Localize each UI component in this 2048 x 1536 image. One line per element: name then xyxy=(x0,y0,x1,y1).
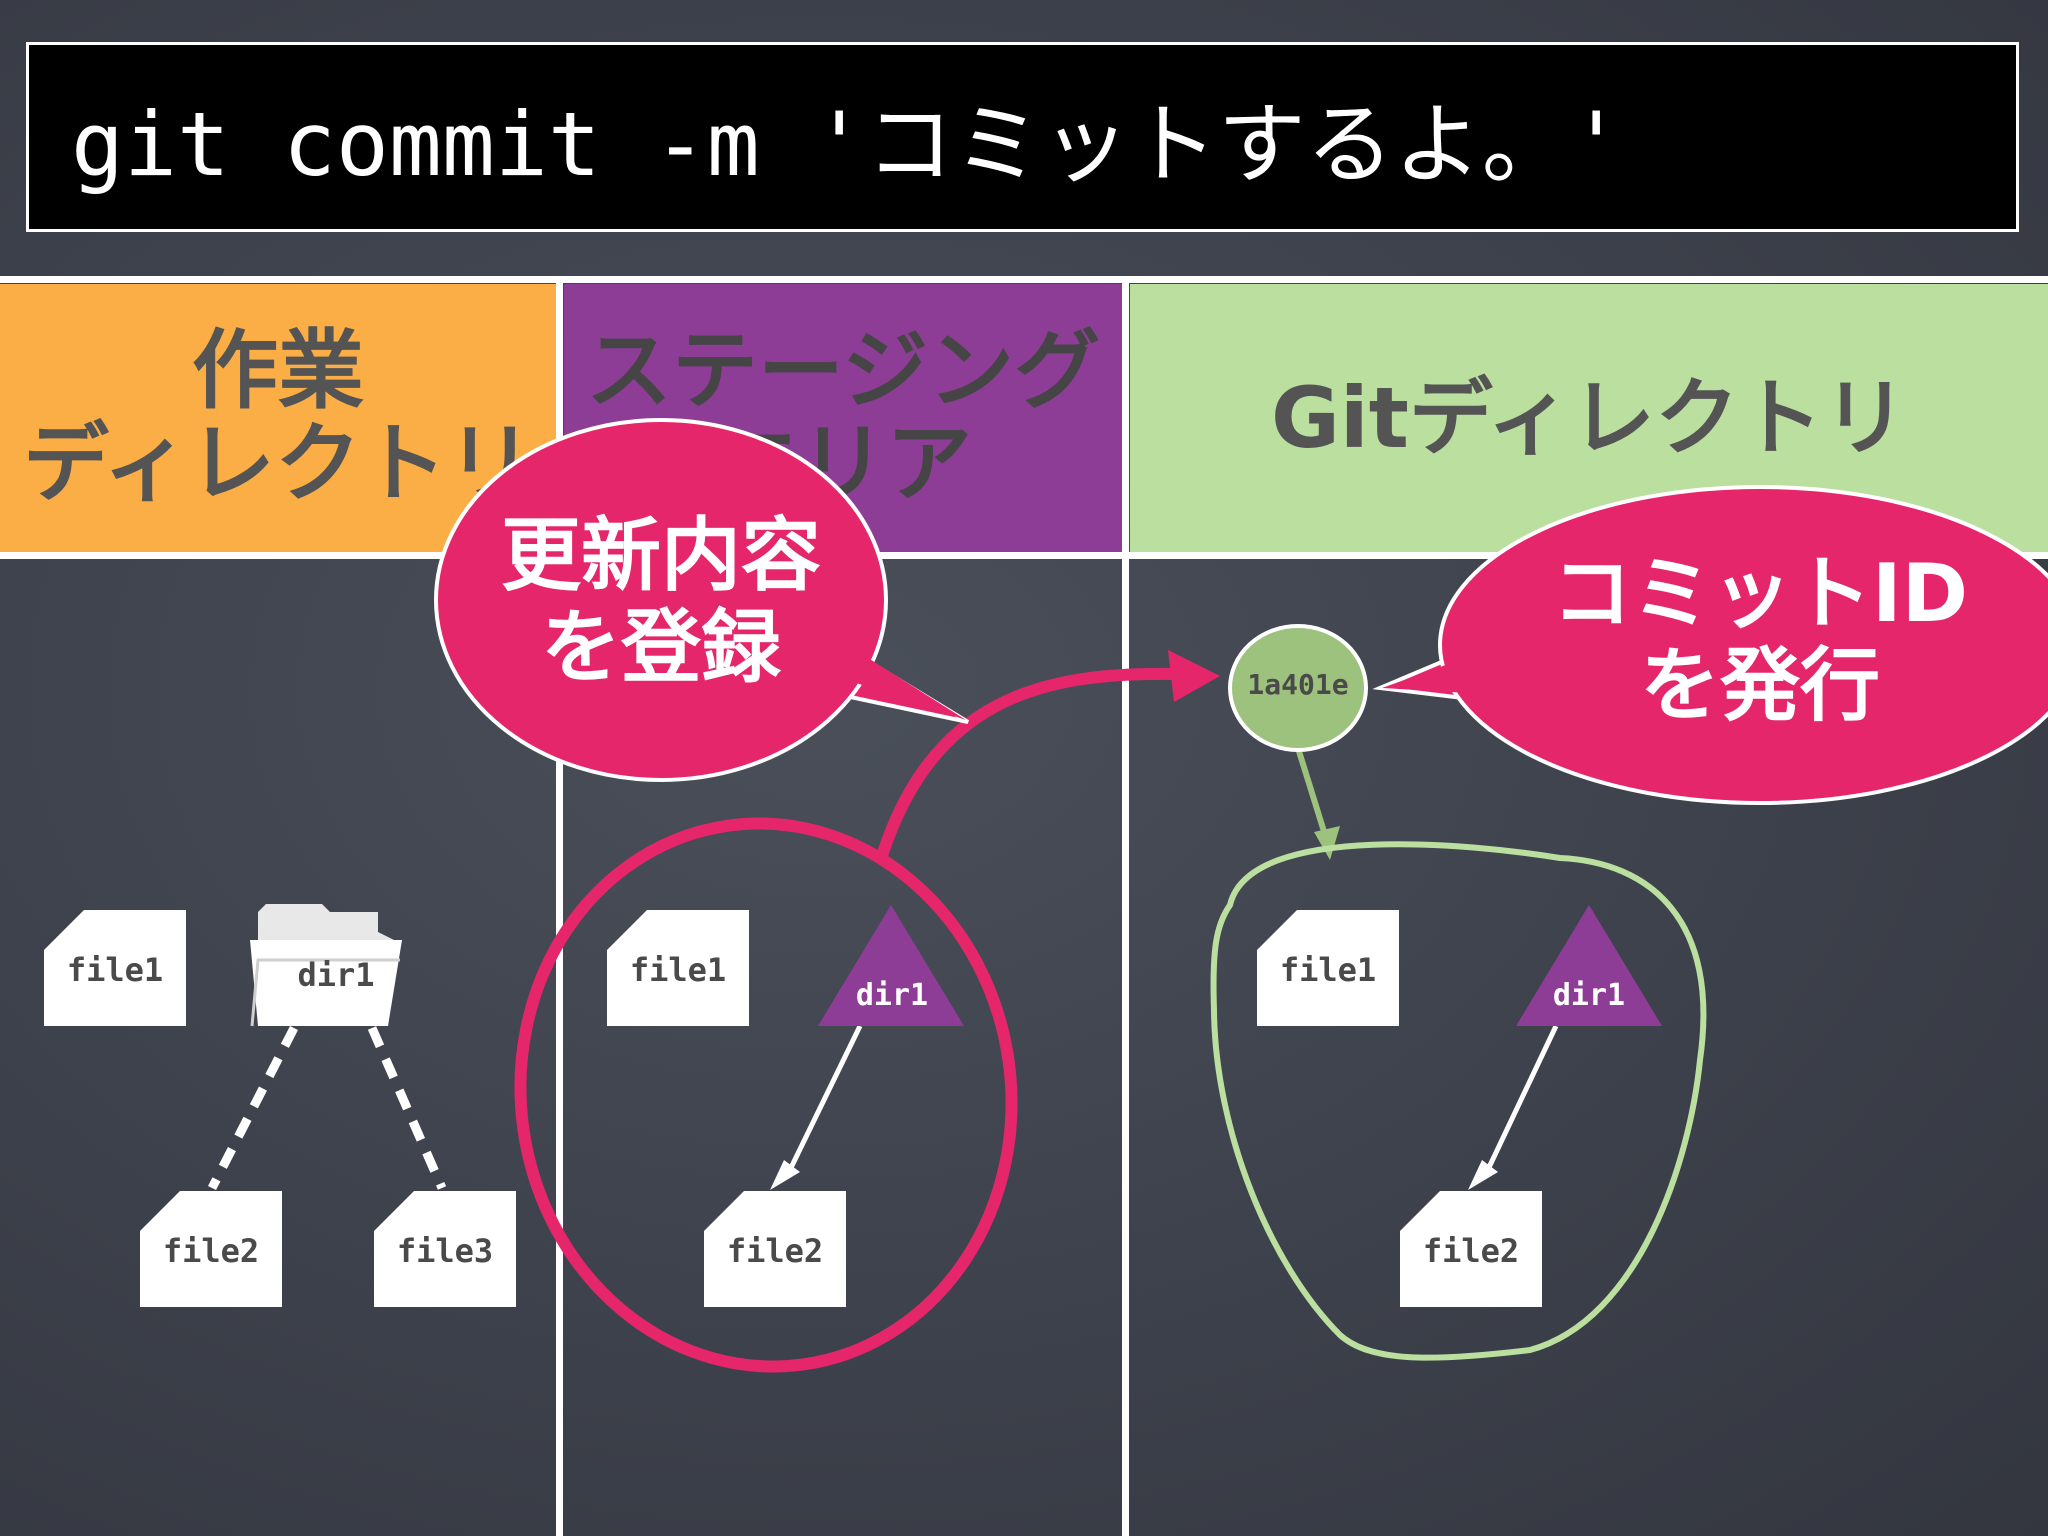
work-link-file2 xyxy=(207,1025,299,1191)
register-bubble-tail-fill xyxy=(812,644,966,720)
work-file3-icon: file3 xyxy=(374,1191,516,1307)
commit-arrow-head xyxy=(1168,650,1220,702)
git-tree-arrowhead xyxy=(1468,1160,1498,1190)
staging-highlight-ellipse xyxy=(514,817,1018,1373)
work-file2-icon: file2 xyxy=(140,1191,282,1307)
git-tree-link xyxy=(1481,1024,1559,1180)
git-file1-icon: file1 xyxy=(1257,910,1399,1026)
issue-bubble-tail-fill xyxy=(1382,654,1486,694)
commit-arrow xyxy=(874,667,1173,864)
stage-tree-arrowhead xyxy=(770,1160,800,1190)
header-working-directory-label: 作業 ディレクトリ xyxy=(23,321,533,514)
stage-file1-label: file1 xyxy=(629,951,727,989)
git-file2-label: file2 xyxy=(1422,1232,1520,1270)
column-divider-2 xyxy=(1122,276,1129,1536)
git-file1-label: file1 xyxy=(1279,951,1377,989)
commit-node xyxy=(1228,624,1368,752)
commit-link xyxy=(1295,747,1329,839)
stage-tree-triangle xyxy=(818,905,964,1026)
register-bubble xyxy=(434,418,888,782)
work-file1-label: file1 xyxy=(66,951,164,989)
stage-tree-link xyxy=(783,1024,863,1180)
grid-line-header-bottom xyxy=(0,552,2048,559)
stage-file1-icon: file1 xyxy=(607,910,749,1026)
column-divider-1 xyxy=(556,276,563,1536)
git-tree-triangle xyxy=(1516,905,1662,1026)
work-file3-label: file3 xyxy=(396,1232,494,1270)
stage-tree-label: dir1 xyxy=(855,978,929,1013)
folder-icon xyxy=(250,904,402,1027)
commit-link-arrowhead xyxy=(1314,826,1340,860)
issue-bubble xyxy=(1438,485,2048,805)
commit-id-label: 1a401e xyxy=(1247,668,1349,701)
git-file2-icon: file2 xyxy=(1400,1191,1542,1307)
command-text: git commit -m 'コミットするよ。' xyxy=(71,92,1623,196)
work-link-file3 xyxy=(367,1026,447,1190)
work-folder-label: dir1 xyxy=(297,956,375,994)
command-bar: git commit -m 'コミットするよ。' xyxy=(26,42,2019,232)
git-tree-label: dir1 xyxy=(1552,978,1626,1013)
grid-line-top xyxy=(0,276,2048,283)
header-working-directory: 作業 ディレクトリ xyxy=(0,284,556,552)
stage-file2-label: file2 xyxy=(726,1232,824,1270)
work-file1-icon: file1 xyxy=(44,910,186,1026)
stage-file2-icon: file2 xyxy=(704,1191,846,1307)
register-bubble-text: 更新内容 を登録 xyxy=(501,509,821,694)
commit-snapshot-outline xyxy=(1210,841,1707,1361)
header-git-directory-label: Gitディレクトリ xyxy=(1270,368,1907,467)
work-file2-label: file2 xyxy=(162,1232,260,1270)
issue-bubble-text: コミットID を発行 xyxy=(1551,547,1969,732)
